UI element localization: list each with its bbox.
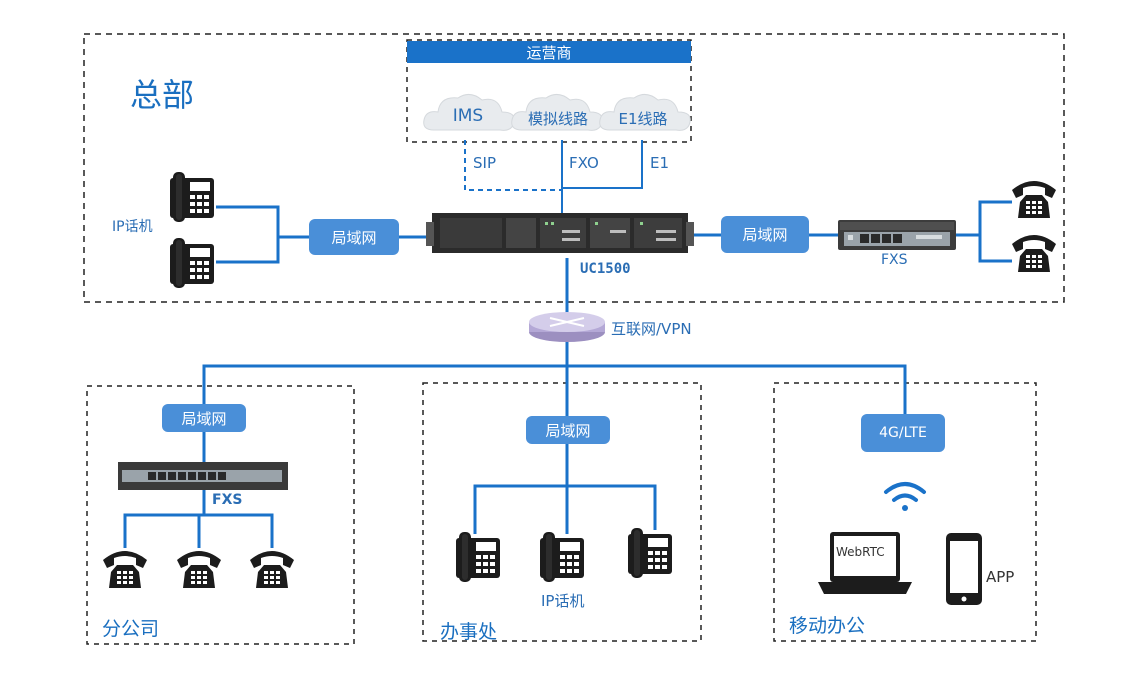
app-label: APP [986,568,1015,586]
analog-line-label: 模拟线路 [527,110,588,128]
laptop-webrtc-text: WebRTC [836,545,885,559]
e1-line-label: E1线路 [618,110,668,128]
internet-vpn-label: 互联网/VPN [611,320,692,338]
hq-ip-phone-2 [170,238,214,288]
hq-lan-right: 局域网 [721,216,809,253]
internet-router-icon [529,312,605,342]
branch-fxs-label: FXS [212,492,243,508]
carrier-title: 运营商 [407,41,691,63]
hq-region [83,33,1065,303]
mobile-title: 移动办公 [789,615,866,637]
wifi-icon [884,482,926,511]
office-title: 办事处 [440,621,498,643]
hq-analog-phone-1 [1012,181,1056,218]
office-ip-phone-3 [628,528,672,578]
hq-left-bus [216,205,280,264]
smartphone-icon [946,533,982,605]
laptop-icon [818,532,912,594]
branch-lan: 局域网 [162,404,246,432]
carrier-region [406,39,692,143]
uc1500-label: UC1500 [580,261,631,277]
fxo-label: FXO [569,154,599,172]
office-lan: 局域网 [526,416,610,444]
branch-fxs-gateway [118,462,288,490]
mobile-network: 4G/LTE [861,414,945,452]
branch-analog-phone-2 [177,551,221,588]
ims-label: IMS [452,106,484,126]
sip-label: SIP [473,154,496,172]
branch-analog-phone-1 [103,551,147,588]
uc1500-device [426,213,694,253]
hq-fxs-gateway [838,220,956,250]
wan-bus [202,364,907,416]
sip-link [464,140,562,191]
office-ip-phone-2 [540,532,584,582]
office-ip-phone-1 [456,532,500,582]
hq-title: 总部 [130,76,195,114]
hq-fxs-label: FXS [881,252,908,268]
branch-title: 分公司 [102,618,160,640]
branch-region [86,385,355,645]
hq-analog-phone-2 [1012,235,1056,272]
e1-label: E1 [650,154,670,172]
hq-ip-phone-label: IP话机 [112,219,153,235]
e1-link [562,140,643,189]
office-phones-label: IP话机 [541,592,585,610]
branch-analog-phone-3 [250,551,294,588]
hq-ip-phone-1 [170,172,214,222]
hq-right-bus [978,200,1012,263]
office-region [422,382,702,642]
hq-lan-left: 局域网 [309,219,399,255]
